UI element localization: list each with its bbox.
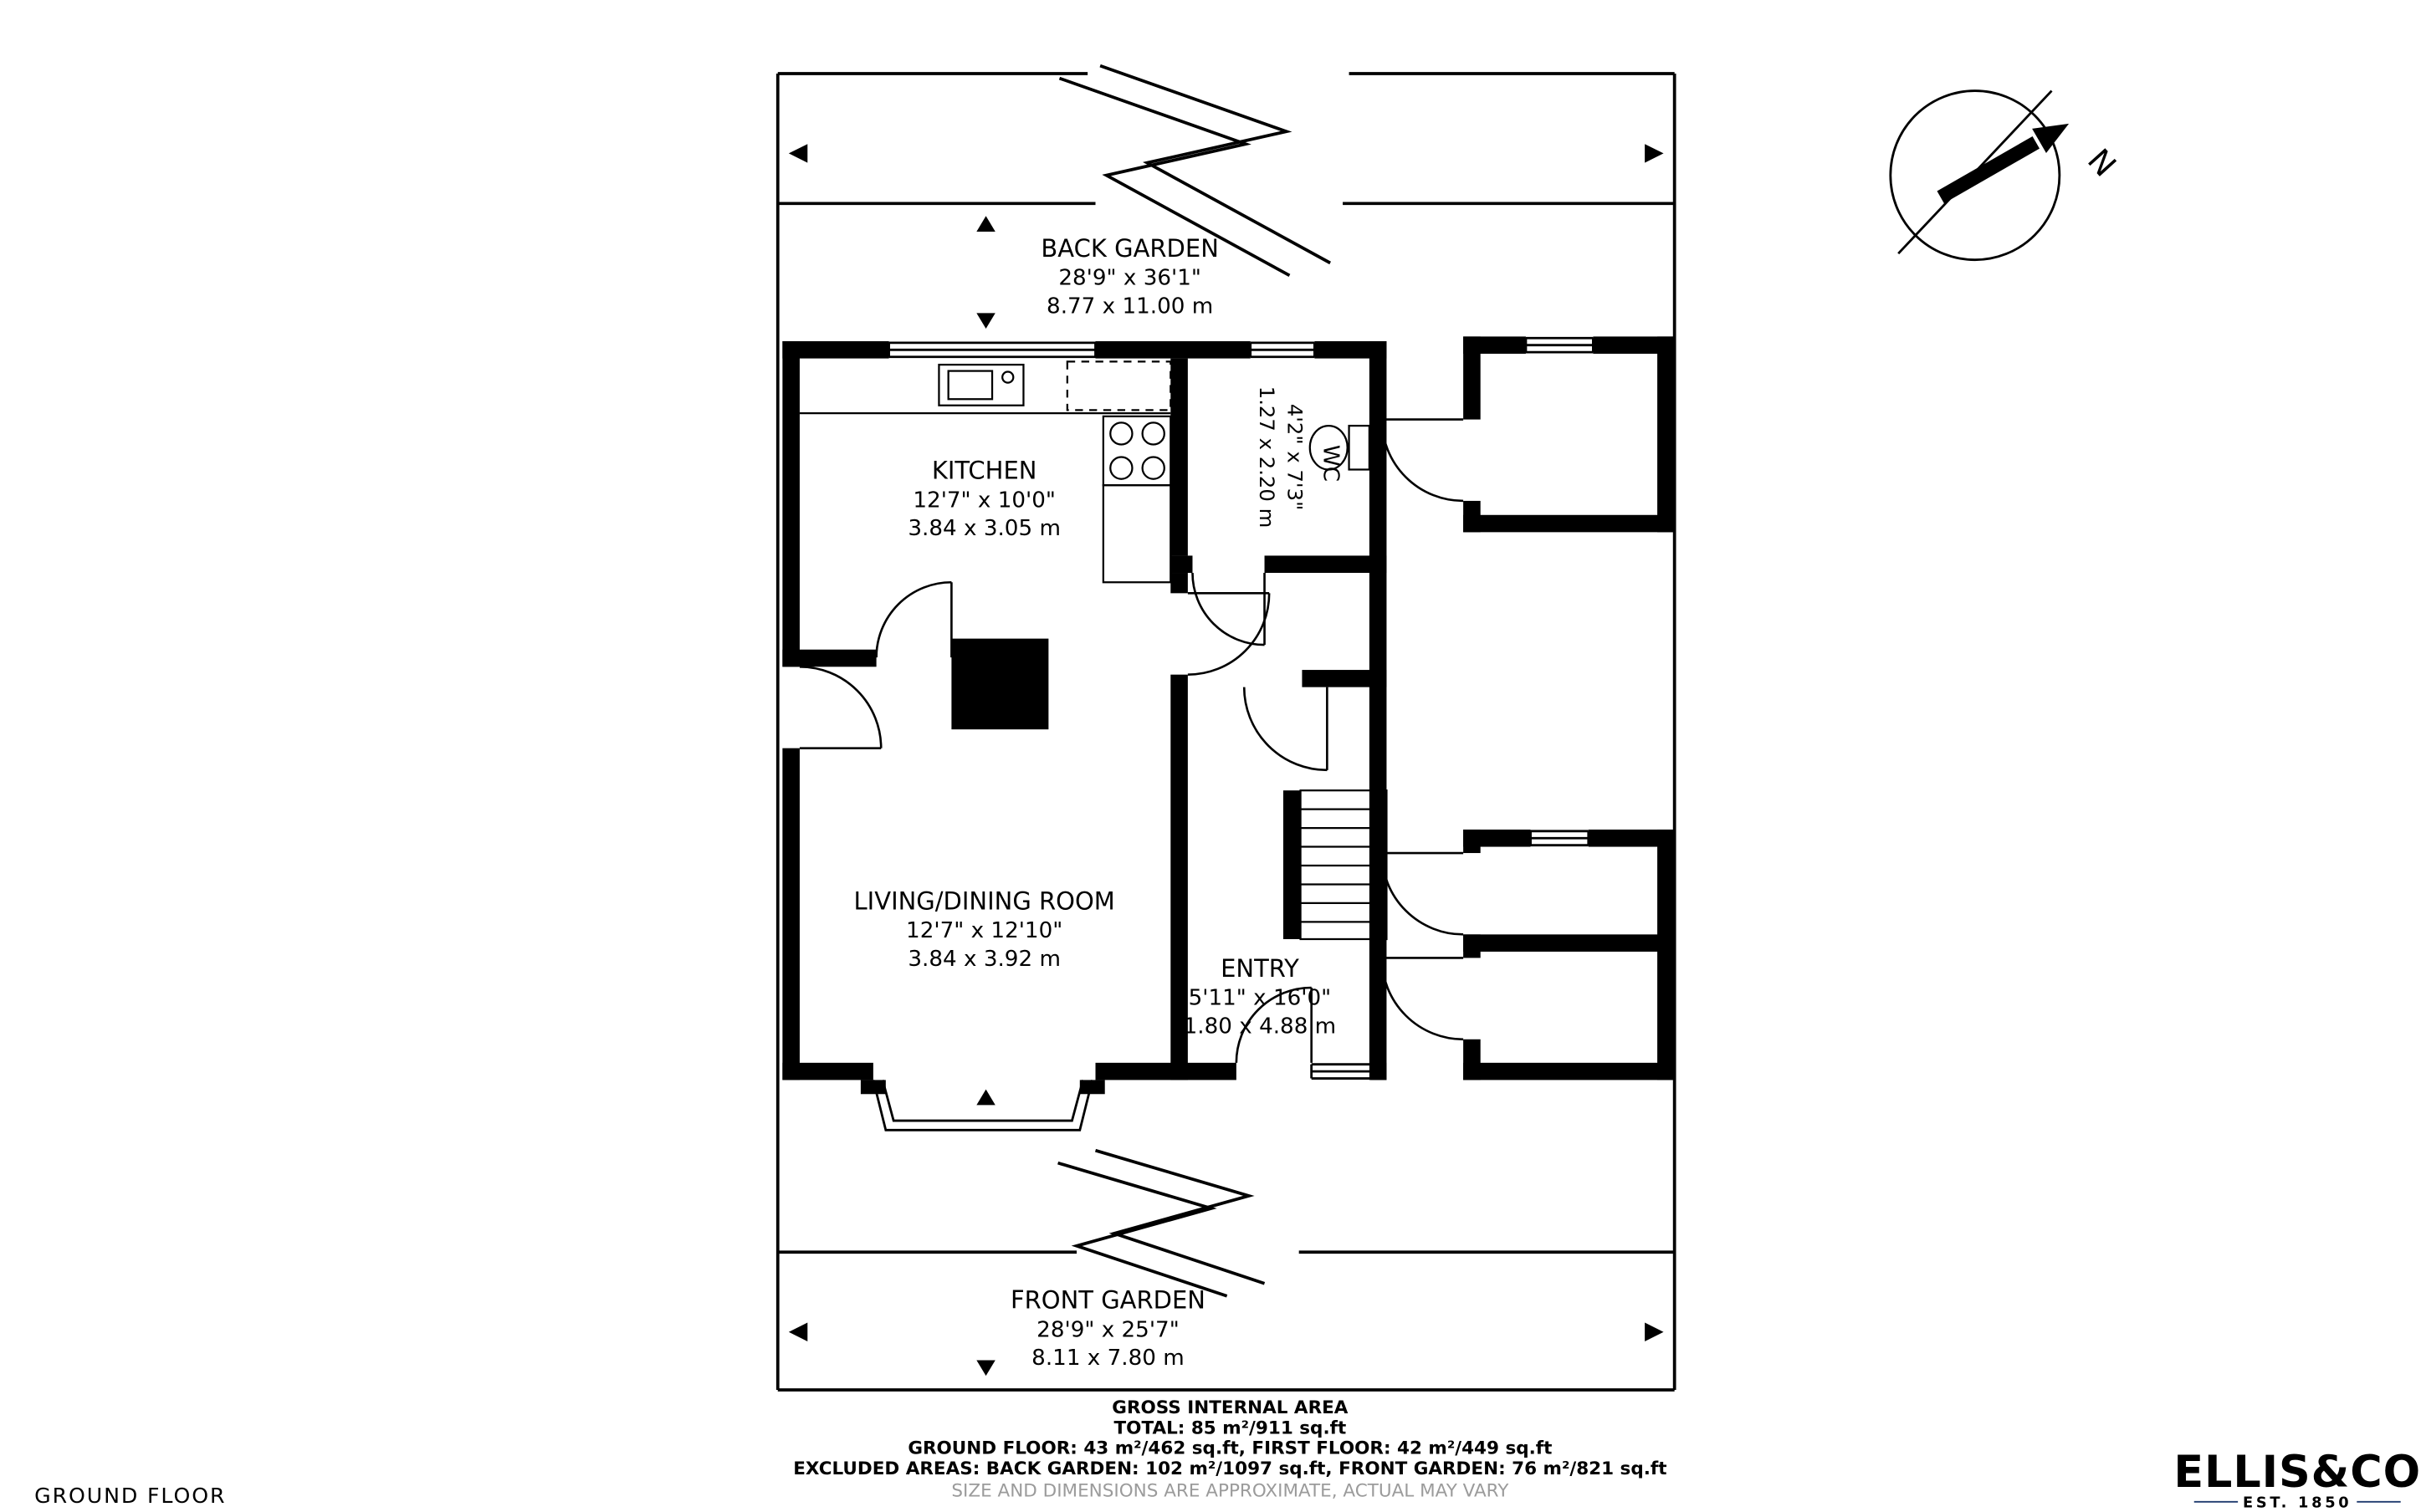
entry-name: ENTRY	[1221, 954, 1299, 983]
kitchen-sink-basin	[947, 370, 994, 401]
walls	[782, 336, 1675, 1095]
brand-logo: ELLIS&CO EST. 1850	[2173, 1447, 2421, 1511]
windows	[888, 336, 1594, 1080]
kitchen-name: KITCHEN	[932, 457, 1037, 485]
toilet-bowl	[1308, 424, 1349, 471]
door-swings	[799, 418, 1464, 1063]
kitchen-sink	[938, 363, 1025, 406]
wc-metric: 1.27 x 2.20 m	[1255, 386, 1279, 529]
floor-label: GROUND FLOOR	[34, 1484, 226, 1508]
toilet-cistern	[1348, 424, 1371, 471]
kitchen-imperial: 12'7" x 10'0"	[913, 488, 1056, 513]
dimension-arrow-icons	[788, 144, 1664, 1377]
hob-burner	[1109, 421, 1134, 446]
brand-name: ELLIS&CO	[2173, 1447, 2421, 1498]
living-dining-metric: 3.84 x 3.92 m	[908, 947, 1061, 972]
entry-imperial: 5'11" x 16'0"	[1189, 986, 1332, 1011]
brand-established: EST. 1850	[2243, 1494, 2352, 1511]
kitchen-metric: 3.84 x 3.05 m	[908, 516, 1061, 541]
kitchen-appliance-dashed	[1066, 360, 1172, 411]
plot-boundary	[775, 72, 1676, 1392]
back-garden-imperial: 28'9" x 36'1"	[1058, 266, 1201, 291]
kitchen-fixtures	[799, 360, 1172, 584]
area-summary: GROSS INTERNAL AREA TOTAL: 85 m²/911 sq.…	[793, 1397, 1666, 1501]
hob-burner	[1109, 456, 1134, 480]
living-dining-name: LIVING/DINING ROOM	[854, 886, 1115, 915]
bay-window	[872, 1080, 1094, 1131]
compass-north-label: N	[2081, 141, 2123, 183]
north-arrowhead-icon	[2032, 123, 2070, 154]
front-garden-name: FRONT GARDEN	[1011, 1286, 1205, 1315]
back-garden-name: BACK GARDEN	[1041, 234, 1218, 263]
wc-imperial: 4'2" x 7'3"	[1283, 404, 1308, 510]
wc-name: WC	[1318, 445, 1344, 482]
front-garden-imperial: 28'9" x 25'7"	[1036, 1317, 1180, 1342]
kitchen-unit	[1102, 484, 1172, 584]
wc-fixtures	[1308, 424, 1371, 471]
summary-disclaimer: SIZE AND DIMENSIONS ARE APPROXIMATE, ACT…	[951, 1480, 1509, 1501]
garden-break-icon	[1057, 64, 1332, 1298]
back-garden-metric: 8.77 x 11.00 m	[1047, 294, 1213, 319]
summary-total: TOTAL: 85 m²/911 sq.ft	[1114, 1418, 1347, 1438]
hob-burner	[1141, 456, 1165, 480]
summary-floors: GROUND FLOOR: 43 m²/462 sq.ft, FIRST FLO…	[908, 1438, 1552, 1459]
room-labels: BACK GARDEN 28'9" x 36'1" 8.77 x 11.00 m…	[854, 234, 1344, 1371]
summary-excluded: EXCLUDED AREAS: BACK GARDEN: 102 m²/1097…	[793, 1458, 1666, 1479]
entry-metric: 1.80 x 4.88 m	[1184, 1014, 1337, 1039]
hob-burner	[1141, 421, 1165, 446]
living-dining-imperial: 12'7" x 12'10"	[906, 918, 1062, 943]
compass: N	[1889, 89, 2123, 262]
kitchen-tap-icon	[1001, 370, 1015, 384]
summary-title: GROSS INTERNAL AREA	[1112, 1397, 1348, 1418]
north-arrow-icon	[1937, 136, 2040, 204]
front-garden-metric: 8.11 x 7.80 m	[1031, 1346, 1185, 1371]
stairs	[1299, 789, 1388, 941]
